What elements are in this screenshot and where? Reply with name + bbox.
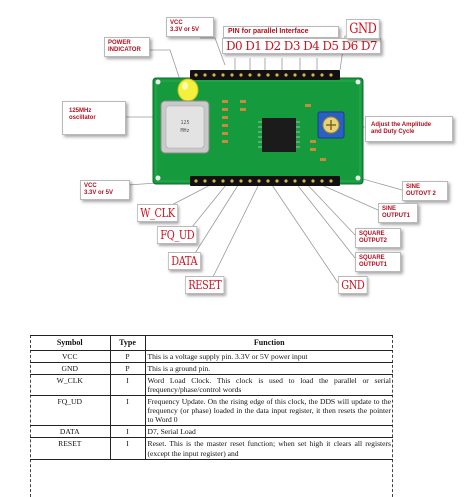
table-row: DATA I D7, Serial Load [30,426,393,438]
oscillator-callout: 125MHz oscillator [62,101,126,135]
header-type: Type [110,336,145,351]
sine-output1-callout: SINE OUTPUT1 [378,203,418,223]
parallel-pin-labels: D0 D1 D2 D3 D4 D5 D6 D7 [222,38,381,54]
cell-function: D7, Serial Load [145,426,393,438]
table-header-row: Symbol Type Function [30,336,393,351]
table-row: VCC P This is a voltage supply pin. 3.3V… [30,350,393,362]
cell-function: This is a ground pin. [145,362,393,374]
table-row: W_CLK I Word Load Clock. This clock is u… [30,374,393,395]
reset-label: RESET [185,276,225,294]
svg-text:125: 125 [180,120,189,126]
cell-function: This is a voltage supply pin. 3.3V or 5V… [145,350,393,362]
cell-symbol: RESET [30,438,110,459]
w-clk-label: W_CLK [137,204,178,222]
header-symbol: Symbol [30,336,110,351]
vcc-top-callout: VCC 3.3V or 5V [166,17,214,37]
gnd-bottom-label: GND [338,276,368,294]
cell-type: I [110,396,145,426]
cell-type: P [110,350,145,362]
square-output1-callout: SQUARE OUTPUT1 [355,252,401,272]
table-row: GND P This is a ground pin. [30,362,393,374]
module-diagram: 125 MHz POWER [0,0,475,310]
fq-ud-label: FQ_UD [157,226,198,244]
cell-type: I [110,438,145,459]
cell-symbol: FQ_UD [30,396,110,426]
parallel-interface-callout: PIN for parallel Interface [223,26,339,38]
header-function: Function [145,336,393,351]
cell-symbol: DATA [30,426,110,438]
data-label: DATA [168,252,201,270]
square-output2-callout: SQUARE OUTPUT2 [355,228,401,248]
table-row: FQ_UD I Frequency Update. On the rising … [30,396,393,426]
cell-function: Frequency Update. On the rising edge of … [145,396,393,426]
cell-type: I [110,426,145,438]
power-indicator-callout: POWER INDICATOR [104,37,150,57]
cell-function: Reset. This is the master reset function… [145,438,393,459]
cell-symbol: GND [30,362,110,374]
gnd-top-label: GND [346,19,380,39]
cell-type: I [110,374,145,395]
pin-function-table: Symbol Type Function VCC P This is a vol… [30,335,393,460]
adjust-amplitude-callout: Adjust the Amplitude and Duty Cycle [365,116,453,142]
cell-function: Word Load Clock. This clock is used to l… [145,374,393,395]
vcc-left-callout: VCC 3.3V or 5V [80,180,130,200]
table-row: RESET I Reset. This is the master reset … [30,438,393,459]
cell-type: P [110,362,145,374]
cell-symbol: W_CLK [30,374,110,395]
svg-text:MHz: MHz [180,128,189,134]
cell-symbol: VCC [30,350,110,362]
sine-output2-callout: SINE OUTOVT 2 [402,181,448,201]
